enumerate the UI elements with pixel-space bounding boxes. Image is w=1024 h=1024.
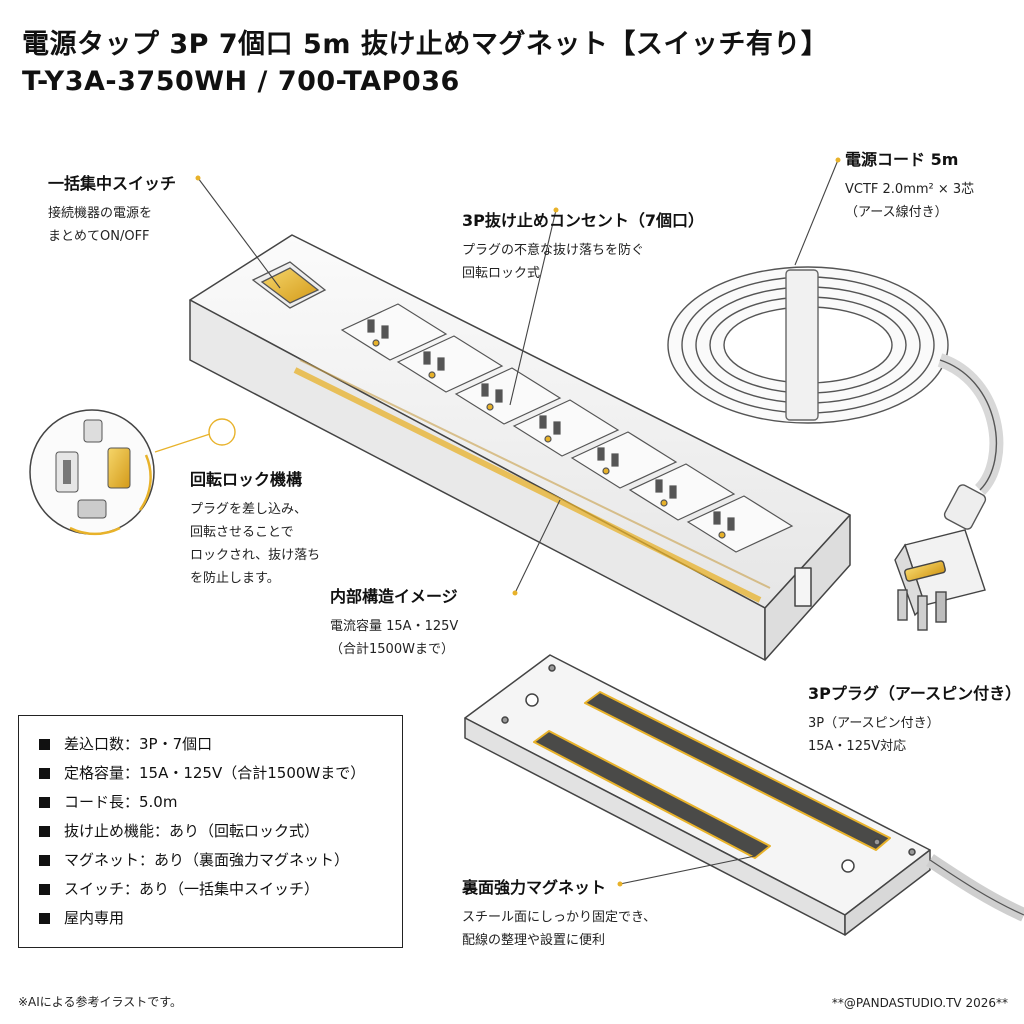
callout-cord: 電源コード 5m VCTF 2.0mm² × 3芯 （アース線付き） — [845, 146, 974, 224]
callout-heading: 内部構造イメージ — [330, 587, 458, 606]
callout-heading: 裏面強力マグネット — [462, 878, 607, 897]
bullet-icon — [39, 855, 50, 866]
spec-item: コード長：5.0m — [39, 788, 402, 817]
outlet-icon — [340, 303, 448, 361]
spec-text: スイッチ：あり（一括集中スイッチ） — [64, 880, 320, 898]
callout-line: スチール面にしっかり固定でき、 — [462, 910, 657, 925]
outlet-icon — [512, 399, 620, 457]
spec-text: コード長：5.0m — [64, 793, 178, 811]
outlet-icon — [396, 335, 504, 393]
cord-icon — [667, 266, 1004, 530]
spec-text: 定格容量：15A・125V（合計1500Wまで） — [64, 764, 366, 782]
footer-note: ※AIによる参考イラストです。 — [18, 995, 183, 1009]
bullet-icon — [39, 913, 50, 924]
callout-heading: 3P抜け止めコンセント（7個口） — [462, 211, 704, 230]
spec-item: 定格容量：15A・125V（合計1500Wまで） — [39, 759, 402, 788]
callout-line: まとめてON/OFF — [48, 229, 150, 244]
bullet-icon — [39, 884, 50, 895]
magnet-icon — [464, 654, 1024, 936]
callout-line: （アース線付き） — [845, 205, 948, 220]
callout-line: 回転ロック式 — [462, 266, 541, 281]
leader-lines — [197, 159, 839, 885]
switch-icon — [251, 261, 327, 309]
bullet-icon — [39, 797, 50, 808]
lock-detail-icon — [29, 409, 236, 536]
leader-dots — [195, 157, 841, 887]
callout-heading: 一括集中スイッチ — [48, 174, 177, 193]
outlet-icon — [570, 431, 678, 489]
callout-line: 15A・125V対応 — [808, 739, 907, 754]
spec-item: 抜け止め機能：あり（回転ロック式） — [39, 817, 402, 846]
callout-heading: 3Pプラグ（アースピン付き） — [808, 684, 1022, 703]
spec-item: スイッチ：あり（一括集中スイッチ） — [39, 875, 402, 904]
spec-item: 屋内専用 — [39, 904, 402, 933]
outlet-icon — [628, 463, 736, 521]
callout-line: プラグを差し込み、 — [190, 502, 308, 517]
footer-credit: **@PANDASTUDIO.TV 2026** — [831, 996, 1008, 1010]
callout-switch: 一括集中スイッチ 接続機器の電源を まとめてON/OFF — [48, 170, 176, 248]
callout-heading: 回転ロック機構 — [190, 470, 303, 489]
callout-line: 回転させることで — [190, 525, 294, 540]
callout-magnet: 裏面強力マグネット スチール面にしっかり固定でき、 配線の整理や設置に便利 — [462, 874, 656, 952]
outlet-icon — [454, 367, 562, 425]
outlet-icon — [686, 495, 794, 553]
callout-line: 配線の整理や設置に便利 — [462, 933, 606, 948]
spec-text: 差込口数：3P・7個口 — [64, 735, 213, 753]
callout-plug: 3Pプラグ（アースピン付き） 3P（アースピン付き） 15A・125V対応 — [808, 680, 1021, 758]
plug-icon — [894, 529, 986, 631]
spec-text: 抜け止め機能：あり（回転ロック式） — [64, 822, 320, 840]
callout-line: を防止します。 — [190, 571, 280, 586]
callout-line: 電流容量 15A・125V — [330, 619, 459, 634]
callout-heading: 電源コード 5m — [845, 150, 959, 169]
callout-line: （合計1500Wまで） — [330, 642, 454, 657]
bullet-icon — [39, 768, 50, 779]
page-title: 電源タップ 3P 7個口 5m 抜け止めマグネット【スイッチ有り】 — [22, 29, 829, 60]
spec-item: マグネット：あり（裏面強力マグネット） — [39, 846, 402, 875]
spec-text: 屋内専用 — [64, 909, 125, 927]
callout-line: 3P（アースピン付き） — [808, 716, 940, 731]
spec-text: マグネット：あり（裏面強力マグネット） — [64, 851, 350, 869]
spec-item: 差込口数：3P・7個口 — [39, 730, 402, 759]
callout-line: プラグの不意な抜け落ちを防ぐ — [462, 243, 645, 258]
callout-outlets: 3P抜け止めコンセント（7個口） プラグの不意な抜け落ちを防ぐ 回転ロック式 — [462, 207, 704, 285]
model-number: T-Y3A-3750WH / 700-TAP036 — [22, 66, 460, 97]
spec-list: 差込口数：3P・7個口 定格容量：15A・125V（合計1500Wまで） コード… — [18, 715, 403, 948]
bullet-icon — [39, 826, 50, 837]
outlet-row — [340, 303, 794, 553]
callout-line: 接続機器の電源を — [48, 206, 153, 221]
callout-line: ロックされ、抜け落ち — [190, 548, 321, 563]
callout-internal: 内部構造イメージ 電流容量 15A・125V （合計1500Wまで） — [330, 583, 458, 661]
callout-lock: 回転ロック機構 プラグを差し込み、 回転させることで ロックされ、抜け落ち を防… — [190, 466, 320, 590]
bullet-icon — [39, 739, 50, 750]
callout-line: VCTF 2.0mm² × 3芯 — [845, 182, 975, 197]
